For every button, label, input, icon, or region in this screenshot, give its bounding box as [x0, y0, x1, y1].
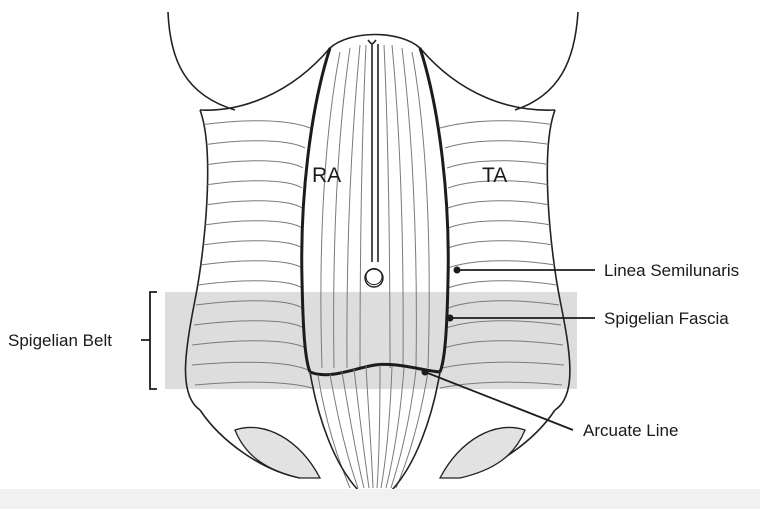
arcuate-line-label: Arcuate Line [583, 421, 678, 440]
bottom-strip [0, 489, 760, 509]
arcuate-line-dot [422, 369, 429, 376]
umbilicus-mark: ◯ [364, 266, 383, 286]
lower-right-border [392, 372, 440, 490]
ra-label: RA [312, 164, 341, 187]
linea-alba [368, 40, 378, 262]
spigelian-belt-label: Spigelian Belt [8, 331, 112, 350]
spigelian-fascia-label: Spigelian Fascia [604, 309, 729, 328]
ta-label: TA [482, 164, 507, 187]
linea-semilunaris-label: Linea Semilunaris [604, 261, 739, 280]
left-thigh-patch [235, 427, 320, 478]
spigelian-fascia-dot [447, 315, 454, 322]
spigelian-belt-bracket [141, 292, 157, 389]
linea-semilunaris-dot [454, 267, 461, 274]
left-rib-arc [168, 12, 235, 110]
right-rib-arc [515, 12, 578, 110]
